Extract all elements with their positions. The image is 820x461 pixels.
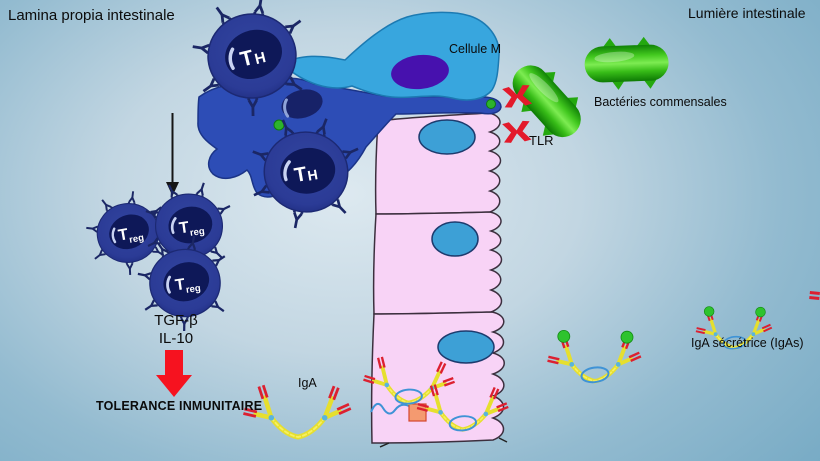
treg-cell-2: T reg bbox=[141, 178, 233, 274]
tgf-beta-label: TGF-β bbox=[154, 312, 198, 329]
secretory-iga-label: IgA sécrétrice (IgAs) bbox=[691, 336, 804, 350]
th-cell-label-main: T bbox=[293, 163, 309, 187]
th-cell-label-sub: H bbox=[306, 166, 319, 184]
iga-label: IgA bbox=[298, 376, 317, 390]
th-cell-label-sub: H bbox=[253, 49, 268, 68]
induction-arrow bbox=[166, 113, 179, 196]
treg-cell-label-main: T bbox=[174, 276, 186, 294]
epithelial-cell-column bbox=[370, 112, 508, 448]
treg-cell-label-sub: reg bbox=[128, 232, 145, 245]
dendritic-nucleus bbox=[281, 89, 323, 119]
treg-cell-3: T reg bbox=[135, 233, 232, 334]
iga-tip-fragment bbox=[809, 291, 820, 301]
commensal-bacteria-label: Bactéries commensales bbox=[594, 95, 727, 109]
bacterium-horizontal bbox=[583, 36, 670, 91]
epithelial-nucleus-1 bbox=[418, 119, 476, 155]
tolerance-arrow bbox=[156, 350, 192, 397]
siga-middle bbox=[547, 330, 641, 383]
treg-cell-label-sub: reg bbox=[185, 283, 201, 296]
basement-ticks bbox=[379, 437, 508, 448]
treg-cell-label-sub: reg bbox=[189, 226, 205, 239]
dendritic-nucleus-highlight bbox=[283, 98, 290, 118]
treg-cell-1: T reg bbox=[81, 187, 171, 281]
region-label-lamina-propria: Lamina propia intestinale bbox=[8, 7, 175, 24]
tlr-receptor-icon-bottom bbox=[502, 120, 532, 144]
epithelial-nucleus-3 bbox=[437, 330, 495, 364]
th-cell-2: T H bbox=[244, 110, 363, 234]
epithelial-nuclei bbox=[418, 119, 495, 364]
epithelial-nucleus-2 bbox=[431, 221, 479, 257]
treg-cell-label-main: T bbox=[117, 226, 130, 244]
sampled-antigen-dot bbox=[486, 99, 496, 109]
th-cell-1: T H bbox=[187, 0, 312, 122]
treg-cell-label-main: T bbox=[178, 219, 190, 237]
th-cell-label-main: T bbox=[238, 46, 256, 71]
tlr-label: TLR bbox=[529, 133, 554, 148]
m-cell-label: Cellule M bbox=[449, 42, 502, 56]
region-label-intestinal-lumen: Lumière intestinale bbox=[688, 5, 806, 21]
m-cell-nucleus bbox=[391, 54, 449, 90]
il-10-label: IL-10 bbox=[158, 330, 194, 347]
pigr-squiggle bbox=[370, 402, 410, 415]
immune-tolerance-label: TOLERANCE INMUNITAIRE bbox=[96, 399, 263, 413]
m-cell bbox=[280, 11, 500, 101]
